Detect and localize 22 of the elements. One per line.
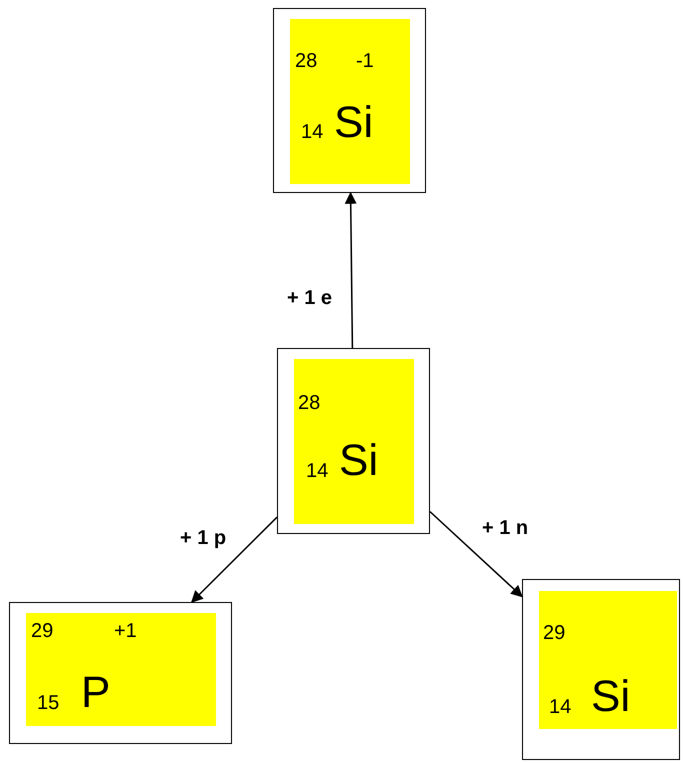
- nuclide-number: 29: [31, 621, 54, 641]
- element-symbol: Si: [334, 101, 374, 145]
- arrow: [430, 511, 523, 598]
- nuclide-number: -1: [356, 51, 374, 71]
- element-symbol: Si: [591, 675, 630, 719]
- element-box: [9, 602, 232, 744]
- element-box: [277, 348, 430, 534]
- element-box: [522, 579, 680, 760]
- nuclide-number: 28: [298, 393, 320, 413]
- edge-label: + 1 p: [178, 528, 228, 548]
- nuclide-number: +1: [114, 621, 137, 641]
- nuclide-number: 29: [543, 623, 566, 643]
- element-box: [273, 8, 426, 193]
- nuclide-number: 14: [549, 697, 572, 717]
- nuclide-number: 28: [295, 51, 318, 71]
- nuclide-number: 15: [37, 693, 60, 713]
- nuclide-number: 14: [301, 122, 324, 142]
- element-symbol: Si: [339, 439, 378, 483]
- element-symbol: P: [81, 671, 110, 715]
- arrow: [190, 516, 278, 603]
- nuclide-number: 14: [306, 461, 328, 481]
- arrow: [344, 192, 357, 348]
